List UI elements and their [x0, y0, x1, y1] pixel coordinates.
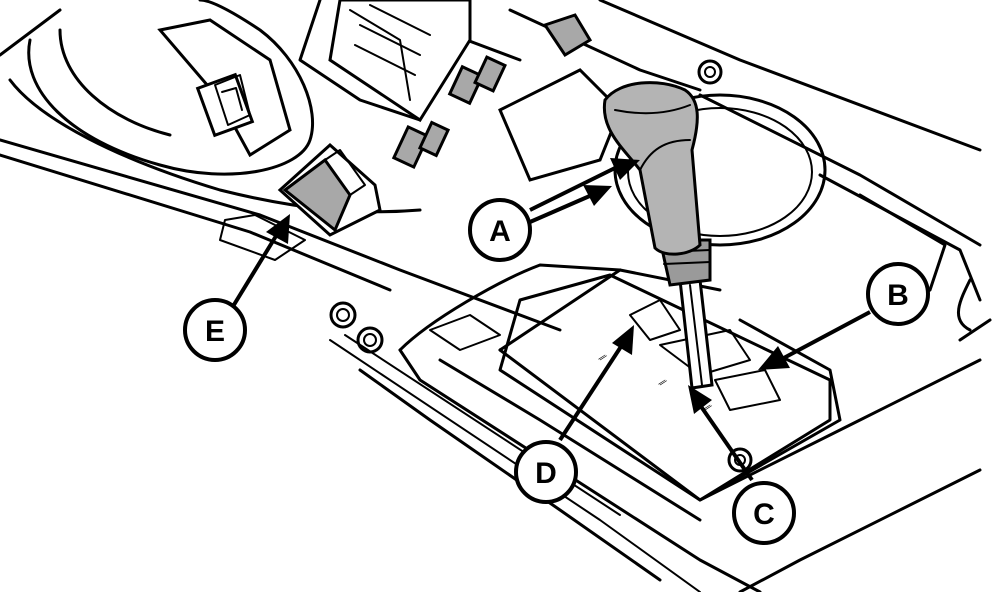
- arrowhead-b: [758, 346, 790, 370]
- arrowhead-a-1: [610, 158, 640, 180]
- callout-b-circle: [866, 262, 930, 326]
- callout-b: B: [866, 262, 930, 326]
- leader-c: [698, 403, 754, 482]
- top-switch-panel: [328, 0, 593, 170]
- callout-leaders: [230, 158, 871, 482]
- callout-e-circle: [183, 298, 247, 362]
- gear-label-mark-3: ⁄⁄: [701, 401, 713, 414]
- arrowhead-e: [266, 214, 290, 244]
- gear-shift-lever: [602, 81, 714, 390]
- callout-a-circle: [468, 198, 532, 262]
- cup-holder: [498, 68, 827, 247]
- callout-c: C: [732, 481, 796, 545]
- gear-label-mark-1: ⁄⁄: [596, 351, 608, 364]
- upper-switch-group: [157, 18, 292, 158]
- callout-e-letter: E: [205, 315, 225, 348]
- arrowhead-d: [612, 325, 634, 355]
- gear-label-mark-2: ⁄⁄: [656, 376, 668, 389]
- rocker-switch-e: [219, 142, 382, 261]
- callout-c-circle: [732, 481, 796, 545]
- leader-a-2: [529, 193, 593, 224]
- leader-d: [558, 343, 624, 442]
- leader-b: [779, 310, 871, 362]
- callout-c-letter: C: [753, 498, 775, 531]
- callout-b-letter: B: [887, 279, 909, 312]
- callout-d: D: [514, 440, 578, 504]
- callout-e: E: [183, 298, 247, 362]
- callout-a-letter: A: [489, 215, 511, 248]
- callout-d-circle: [514, 440, 578, 504]
- arrowhead-c: [688, 385, 712, 414]
- callout-d-letter: D: [535, 457, 557, 490]
- screw-heads: [329, 59, 753, 473]
- leader-a-1: [529, 166, 616, 212]
- arrowhead-a-2: [583, 185, 612, 206]
- leader-e: [230, 234, 278, 310]
- callout-a: A: [468, 198, 532, 262]
